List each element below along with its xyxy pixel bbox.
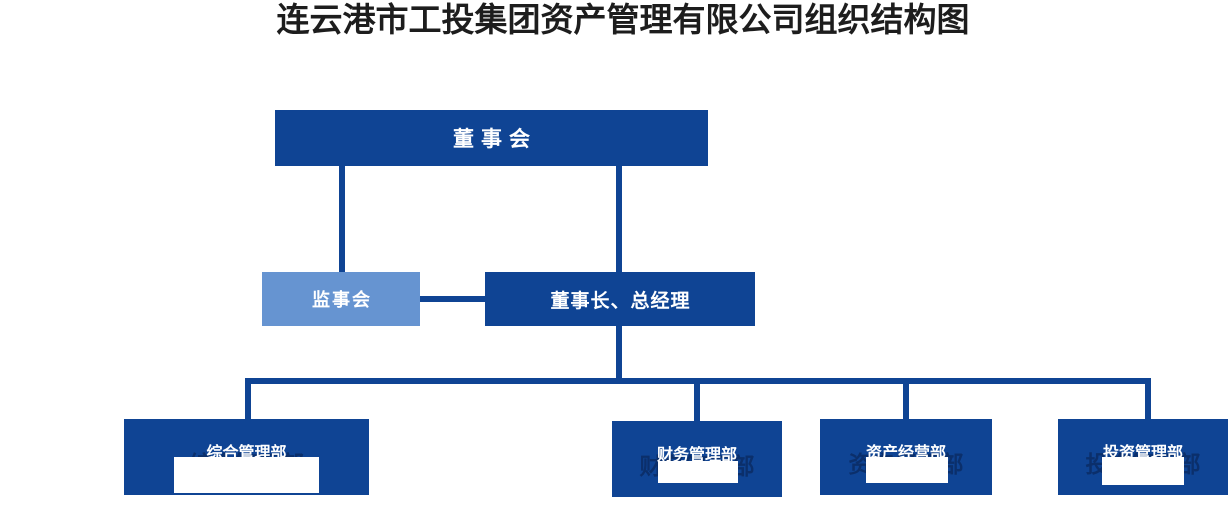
- node-department-finance-management[interactable]: 财务管理部 财务管理部: [612, 421, 782, 497]
- connector-board-to-chairman: [616, 166, 622, 272]
- connector-board-to-supervisors: [339, 166, 345, 272]
- node-board-of-directors[interactable]: 董事会: [275, 110, 708, 166]
- node-department-investment-management[interactable]: 投资管理部 投资管理部: [1058, 419, 1228, 495]
- connector-drop-department-4: [1145, 378, 1151, 421]
- node-department-asset-operations[interactable]: 资产经营部 资产经营部: [820, 419, 992, 495]
- department-label: 综合管理部: [206, 445, 287, 462]
- department-label-mask: [1102, 457, 1184, 485]
- connector-supervisors-to-chairman: [420, 296, 485, 302]
- node-chairman-general-manager[interactable]: 董事长、总经理: [485, 272, 755, 326]
- department-label-mask: [866, 457, 948, 483]
- department-label-mask: [174, 457, 319, 493]
- connector-drop-department-2: [694, 378, 700, 421]
- connector-chairman-to-bus: [616, 326, 622, 378]
- department-label: 财务管理部: [656, 447, 737, 464]
- page-title: 连云港市工投集团资产管理有限公司组织结构图: [276, 1, 970, 38]
- connector-drop-department-3: [903, 378, 909, 421]
- node-department-general-management[interactable]: 综合管理部 综合管理部: [124, 419, 369, 495]
- department-label: 资产经营部: [865, 445, 946, 462]
- department-label-mask: [658, 461, 738, 483]
- connector-drop-department-1: [245, 378, 251, 421]
- department-label: 投资管理部: [1102, 445, 1183, 462]
- node-board-of-supervisors[interactable]: 监事会: [262, 272, 420, 326]
